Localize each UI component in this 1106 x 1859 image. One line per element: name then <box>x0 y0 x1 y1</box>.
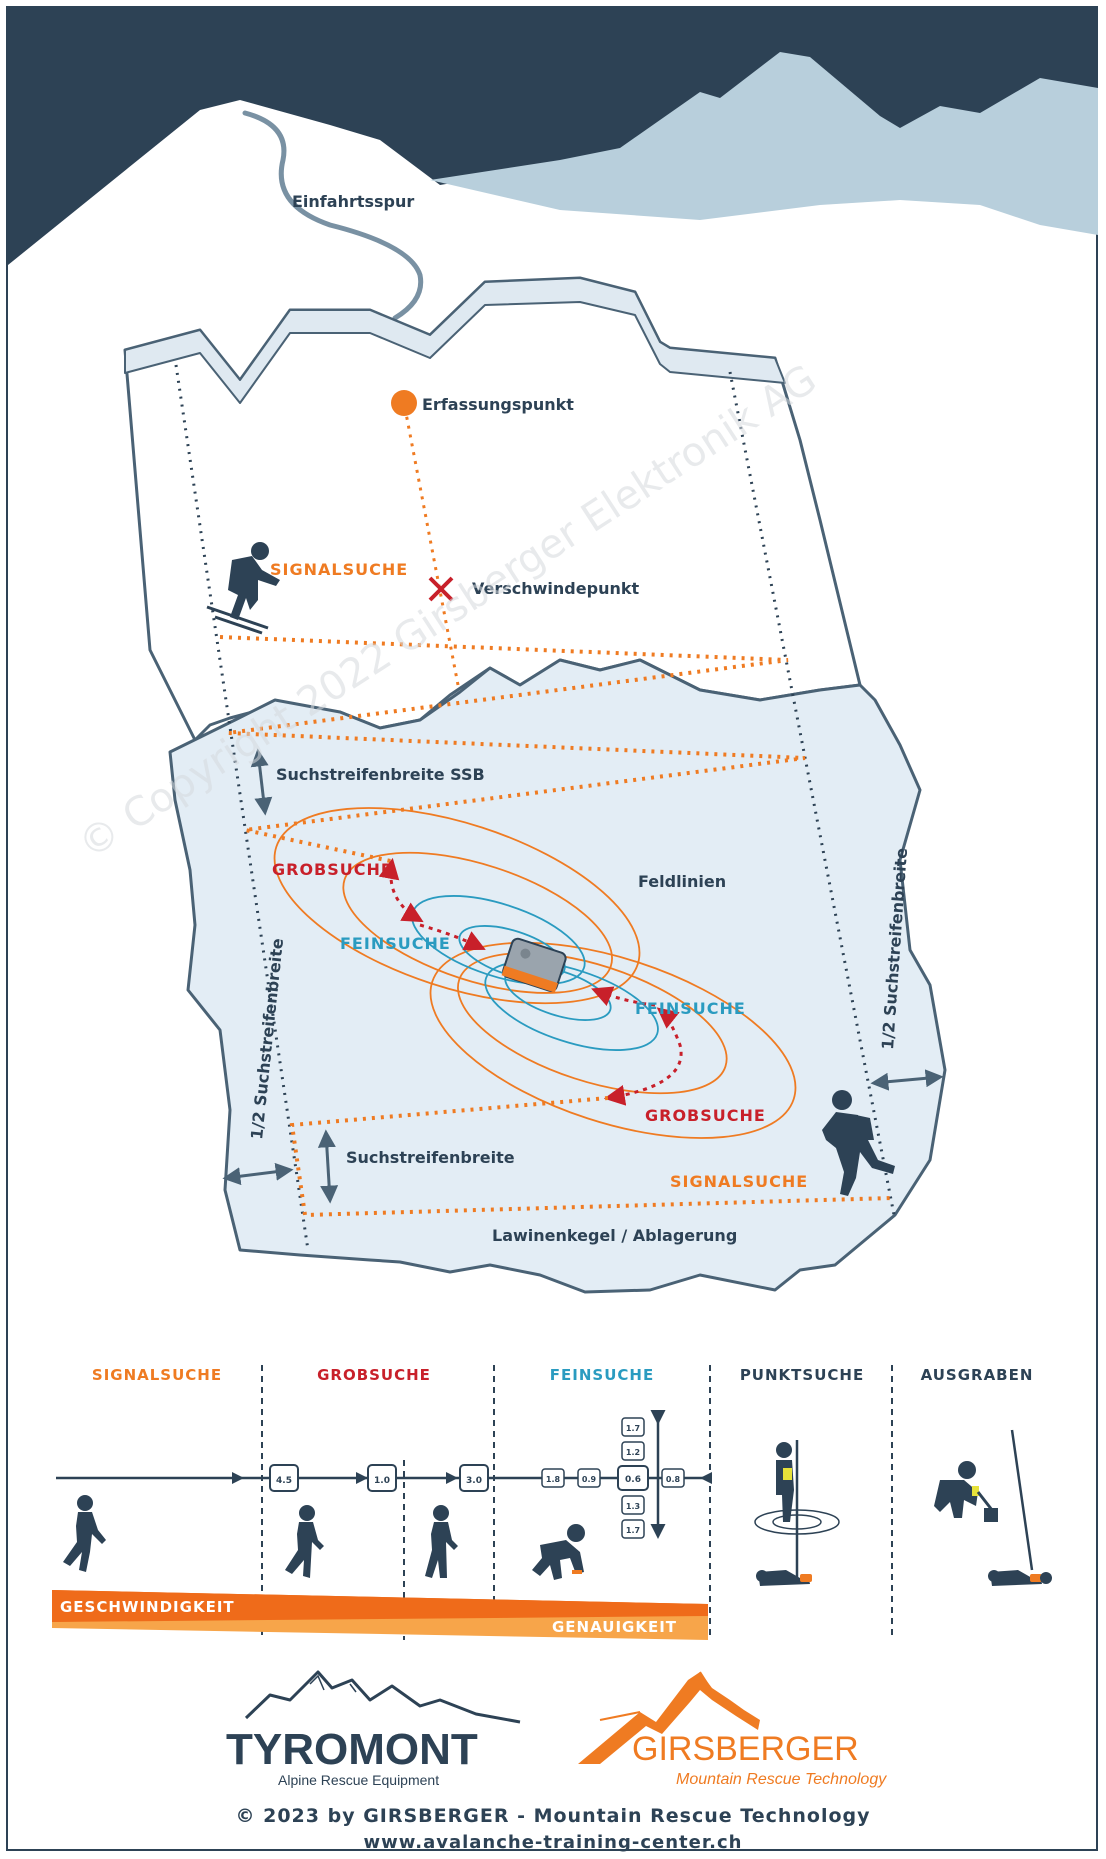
coarse-search-label-1: GROBSUCHE <box>272 860 393 879</box>
tyromont-name: TYROMONT <box>226 1725 478 1774</box>
slope-edge-band <box>124 277 786 404</box>
device-readout-3: 3.0 <box>459 1464 489 1492</box>
direction-arrowhead-1 <box>232 1472 244 1484</box>
capture-point-marker <box>391 390 417 416</box>
ssb-arrow <box>250 748 273 816</box>
svg-text:1.8: 1.8 <box>546 1475 561 1484</box>
fine-readout-center: 0.6 <box>617 1465 649 1491</box>
fall-line <box>403 407 460 686</box>
phase-timeline: SIGNALSUCHE GROBSUCHE FEINSUCHE PUNKTSUC… <box>52 1365 1052 1640</box>
avalanche-cone-label: Lawinenkegel / Ablagerung <box>492 1226 737 1245</box>
slow-searcher-icon <box>425 1505 458 1578</box>
tyromont-logo: TYROMONT Alpine Rescue Equipment <box>226 1670 521 1788</box>
direction-arrowhead-3 <box>446 1472 458 1484</box>
phase-label-fine: FEINSUCHE <box>550 1366 654 1384</box>
fine-readout-h-1: 1.8 <box>541 1468 565 1488</box>
speed-bar-label: GESCHWINDIGKEIT <box>60 1598 235 1616</box>
entry-track-line <box>242 110 424 321</box>
searcher-walking-icon <box>822 1090 895 1196</box>
girsberger-name: GIRSBERGER <box>632 1730 859 1768</box>
half-width-left-arrow <box>222 1162 294 1186</box>
svg-text:0.6: 0.6 <box>625 1475 641 1485</box>
fine-readout-v-5: 1.7 <box>621 1519 645 1539</box>
page-frame <box>6 6 1098 1851</box>
coarse-searcher-icon <box>285 1505 324 1578</box>
skier-icon <box>206 542 280 635</box>
svg-text:1.0: 1.0 <box>374 1476 390 1486</box>
strip-width-label: Suchstreifenbreite <box>346 1148 515 1167</box>
accuracy-bar-label: GENAUIGKEIT <box>552 1618 677 1636</box>
svg-text:1.2: 1.2 <box>626 1448 640 1457</box>
footer-copyright: © 2023 by GIRSBERGER - Mountain Rescue T… <box>235 1805 870 1827</box>
fine-search-arrow-2 <box>591 986 656 1007</box>
left-boundary-line <box>174 364 310 1251</box>
fine-readout-v-4: 1.3 <box>621 1495 645 1515</box>
transceiver-icon <box>501 937 567 993</box>
phase-label-point: PUNKTSUCHE <box>740 1366 864 1384</box>
girsberger-logo: GIRSBERGER Mountain Rescue Technology <box>578 1671 887 1788</box>
fine-readout-h-4: 0.8 <box>661 1468 685 1488</box>
coarse-search-arrow-2 <box>603 1007 683 1106</box>
device-readout-1: 4.5 <box>269 1464 299 1492</box>
fine-search-label-2: FEINSUCHE <box>635 999 746 1018</box>
svg-text:1.7: 1.7 <box>626 1424 640 1433</box>
phase-label-coarse: GROBSUCHE <box>317 1366 431 1384</box>
phase-label-dig: AUSGRABEN <box>921 1366 1034 1384</box>
svg-text:0.8: 0.8 <box>666 1475 681 1484</box>
fine-search-label-1: FEINSUCHE <box>340 934 451 953</box>
tyromont-tagline: Alpine Rescue Equipment <box>278 1772 439 1788</box>
svg-text:0.9: 0.9 <box>582 1475 597 1484</box>
half-width-right-arrow <box>870 1069 944 1091</box>
strip-width-arrow <box>317 1129 339 1204</box>
svg-text:3.0: 3.0 <box>466 1476 482 1486</box>
fine-readout-v-1: 1.7 <box>621 1417 645 1437</box>
phase-label-signal: SIGNALSUCHE <box>92 1366 222 1384</box>
fine-readout-cross: 1.8 0.9 0.6 0.8 1.7 1.2 1.3 1.7 <box>541 1410 685 1539</box>
svg-text:1.3: 1.3 <box>626 1502 640 1511</box>
coarse-search-label-2: GROBSUCHE <box>645 1106 766 1125</box>
direction-arrowhead-4 <box>700 1472 712 1484</box>
signal-search-top-label: SIGNALSUCHE <box>270 560 408 579</box>
mountain-background <box>8 8 1098 265</box>
girsberger-tagline: Mountain Rescue Technology <box>676 1771 887 1788</box>
digging-searcher-icon <box>934 1429 1052 1586</box>
svg-text:4.5: 4.5 <box>276 1476 292 1486</box>
footer-url[interactable]: www.avalanche-training-center.ch <box>364 1832 743 1853</box>
ssb-label: Suchstreifenbreite SSB <box>276 765 485 784</box>
entry-track-label: Einfahrtsspur <box>292 192 414 211</box>
field-lines-label: Feldlinien <box>638 872 726 891</box>
capture-point-label: Erfassungspunkt <box>422 395 574 414</box>
direction-arrowhead-2 <box>356 1472 368 1484</box>
fine-readout-h-2: 0.9 <box>577 1468 601 1488</box>
signal-search-lower-path <box>289 1096 893 1218</box>
fine-readout-v-2: 1.2 <box>621 1441 645 1461</box>
vanishing-point-label: Verschwindepunkt <box>472 579 639 598</box>
device-readout-2: 1.0 <box>367 1464 397 1492</box>
crouching-searcher-icon <box>532 1524 585 1580</box>
signal-search-bottom-label: SIGNALSUCHE <box>670 1172 808 1191</box>
svg-text:1.7: 1.7 <box>626 1526 640 1535</box>
walking-searcher-icon <box>63 1495 106 1572</box>
probing-searcher-icon <box>754 1440 840 1586</box>
vanishing-point-marker <box>428 576 454 602</box>
